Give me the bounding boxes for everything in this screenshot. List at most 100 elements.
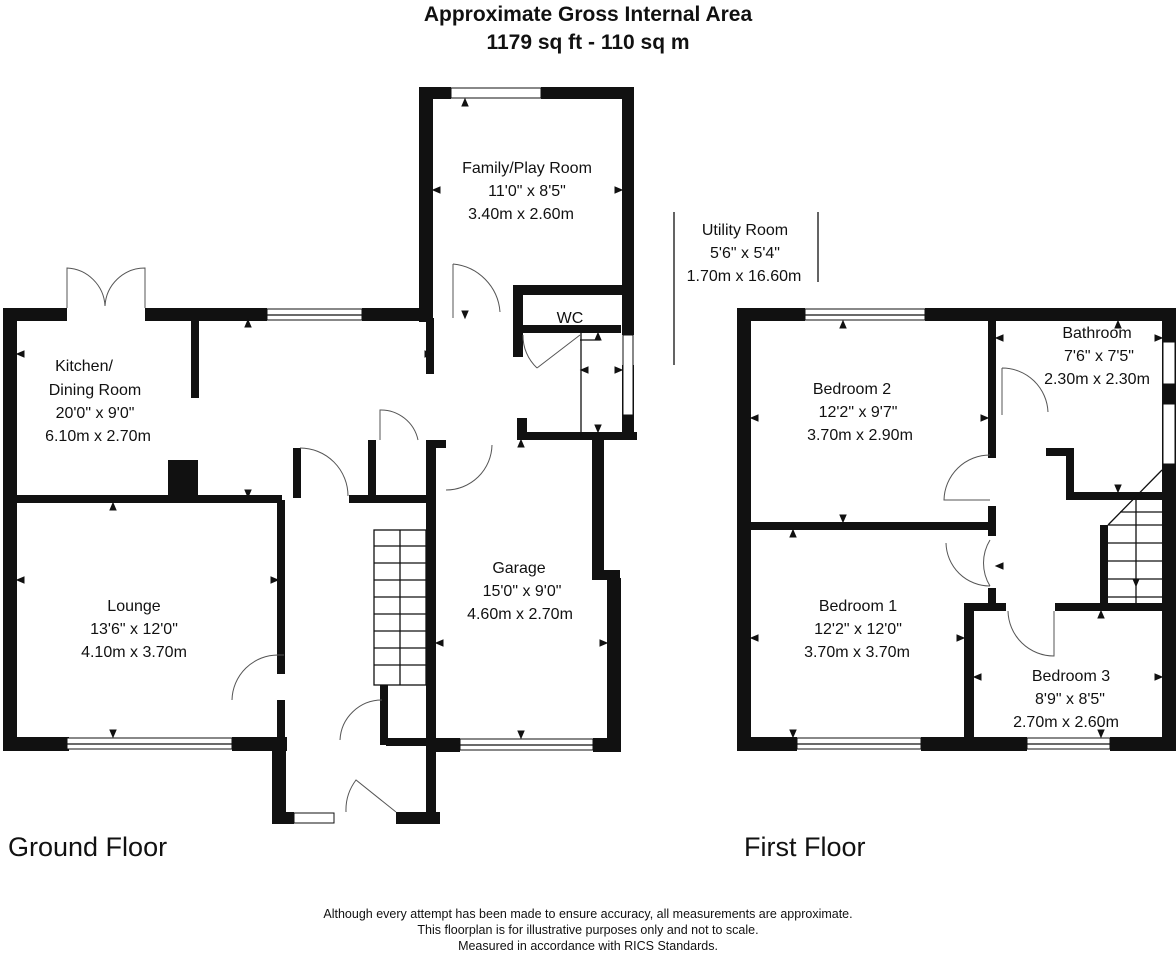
wall-garage-south-a xyxy=(426,738,460,752)
ff-wall-north-b xyxy=(925,308,1176,321)
door-understairs xyxy=(379,409,419,441)
door-family xyxy=(452,263,501,318)
wall-hall-post xyxy=(293,448,301,498)
bedroom2-metric: 3.70m x 2.90m xyxy=(807,427,913,444)
wall-hall-inner xyxy=(426,318,434,374)
ff-wall-stair-side xyxy=(1100,525,1108,609)
bedroom3-metric: 2.70m x 2.60m xyxy=(1013,714,1119,731)
lounge-imperial: 13'6" x 12'0" xyxy=(90,621,178,638)
wall-north-kitchen-c xyxy=(362,308,432,321)
disclaimer-line3: Measured in accordance with RICS Standar… xyxy=(458,939,718,953)
wall-utility-post xyxy=(517,418,527,440)
ff-wall-bed2-east xyxy=(988,318,996,458)
bedroom1-imperial: 12'2" x 12'0" xyxy=(814,621,902,638)
family-room-name: Family/Play Room xyxy=(462,160,592,177)
ff-wall-bed3-north-a xyxy=(964,603,1006,611)
ground-floor-doors xyxy=(66,263,581,813)
ff-wall-north-a xyxy=(737,308,805,321)
wall-family-east xyxy=(622,87,634,335)
family-room-imperial: 11'0" x 8'5" xyxy=(488,183,566,200)
ff-wall-bath-jog xyxy=(1066,448,1074,498)
area-total: 1179 sq ft - 110 sq m xyxy=(486,31,690,54)
bathroom-name: Bathroom xyxy=(1062,325,1131,342)
area-title: Approximate Gross Internal Area xyxy=(423,3,753,26)
wall-wc-south xyxy=(519,325,621,333)
door-kitchen-hall xyxy=(299,447,349,497)
door-wc xyxy=(522,334,581,369)
door-bedroom2 xyxy=(943,454,991,501)
wall-kitchen-lounge xyxy=(10,495,282,503)
first-floor-dimension-arrows xyxy=(749,319,1164,739)
wall-wc-north xyxy=(513,285,633,295)
ff-wall-bed1-post xyxy=(988,588,996,608)
wall-west xyxy=(3,308,17,750)
ground-floor-label: Ground Floor xyxy=(8,832,168,862)
ff-wall-bath-south xyxy=(1066,492,1166,500)
wall-garage-east-a xyxy=(592,440,604,580)
wall-south-lounge-a xyxy=(3,737,69,751)
ff-wall-bath-east-b xyxy=(1162,384,1176,404)
ground-floor-stairs xyxy=(373,529,427,686)
wall-garage-west xyxy=(426,440,436,824)
bedroom1-name: Bedroom 1 xyxy=(819,598,897,615)
ff-wall-bed3-west xyxy=(964,603,974,743)
window-porch xyxy=(293,812,335,824)
wall-stair-top xyxy=(368,440,376,500)
first-floor-windows xyxy=(796,308,1176,750)
door-lounge xyxy=(231,654,284,701)
utility-room-name: Utility Room xyxy=(702,222,788,239)
wall-garage-jog xyxy=(592,570,620,580)
french-door-left xyxy=(66,267,106,308)
ff-wall-bed3-north-b xyxy=(1055,603,1165,611)
bathroom-imperial: 7'6" x 7'5" xyxy=(1064,348,1134,365)
window-bathroom-b xyxy=(1162,403,1176,465)
window-bathroom-a xyxy=(1162,341,1176,385)
door-hall-porch xyxy=(339,699,383,741)
utility-room-imperial: 5'6" x 5'4" xyxy=(710,245,780,262)
ground-floor-windows xyxy=(66,87,634,824)
wall-hall-west xyxy=(277,500,285,674)
ff-wall-bath-east-a xyxy=(1162,320,1176,342)
wall-hall-west-b xyxy=(277,700,285,750)
ff-wall-south-c xyxy=(1110,737,1176,751)
kitchen-name-line2: Dining Room xyxy=(49,382,141,399)
ground-floor-walls xyxy=(3,87,637,824)
bedroom1-metric: 3.70m x 3.70m xyxy=(804,644,910,661)
wall-porch-south-a xyxy=(272,812,294,824)
ff-wall-bed2-bed1 xyxy=(748,522,992,530)
bedroom2-imperial: 12'2" x 9'7" xyxy=(819,404,898,421)
wall-north-kitchen-a xyxy=(3,308,67,321)
wall-stair-bottom xyxy=(380,685,388,745)
ff-wall-west xyxy=(737,308,751,750)
wall-kitchen-partition xyxy=(191,318,199,398)
garage-metric: 4.60m x 2.70m xyxy=(467,606,573,623)
disclaimer-line2: This floorplan is for illustrative purpo… xyxy=(417,923,759,937)
first-floor-doors xyxy=(943,367,1055,657)
garage-imperial: 15'0" x 9'0" xyxy=(483,583,562,600)
disclaimer: Although every attempt has been made to … xyxy=(238,906,938,954)
wall-garage-east-b xyxy=(607,578,621,752)
kitchen-imperial: 20'0" x 9'0" xyxy=(56,405,135,422)
door-bedroom3 xyxy=(1007,610,1055,657)
bedroom2-name: Bedroom 2 xyxy=(813,381,891,398)
wall-garage-north xyxy=(517,432,637,440)
door-front xyxy=(345,779,397,813)
wc-name: WC xyxy=(557,310,584,327)
window-family xyxy=(450,87,542,99)
ff-wall-south-a xyxy=(737,737,797,751)
garage-name: Garage xyxy=(492,560,545,577)
room-labels: Family/Play Room 11'0" x 8'5" 3.40m x 2.… xyxy=(45,160,1150,731)
bedroom3-name: Bedroom 3 xyxy=(1032,668,1110,685)
wall-garage-north-stub xyxy=(426,440,446,448)
wall-wc-west xyxy=(513,285,523,357)
utility-room-metric: 1.70m x 16.60m xyxy=(687,268,802,285)
ff-wall-bath-jog-top xyxy=(1046,448,1072,456)
wall-hall-north xyxy=(349,495,429,503)
wall-family-north-a xyxy=(419,87,451,99)
first-floor-label: First Floor xyxy=(744,832,866,862)
wall-family-west xyxy=(419,87,433,322)
wall-porch-west xyxy=(272,742,286,824)
wall-family-north-b xyxy=(541,87,634,99)
door-bathroom xyxy=(1001,367,1049,415)
